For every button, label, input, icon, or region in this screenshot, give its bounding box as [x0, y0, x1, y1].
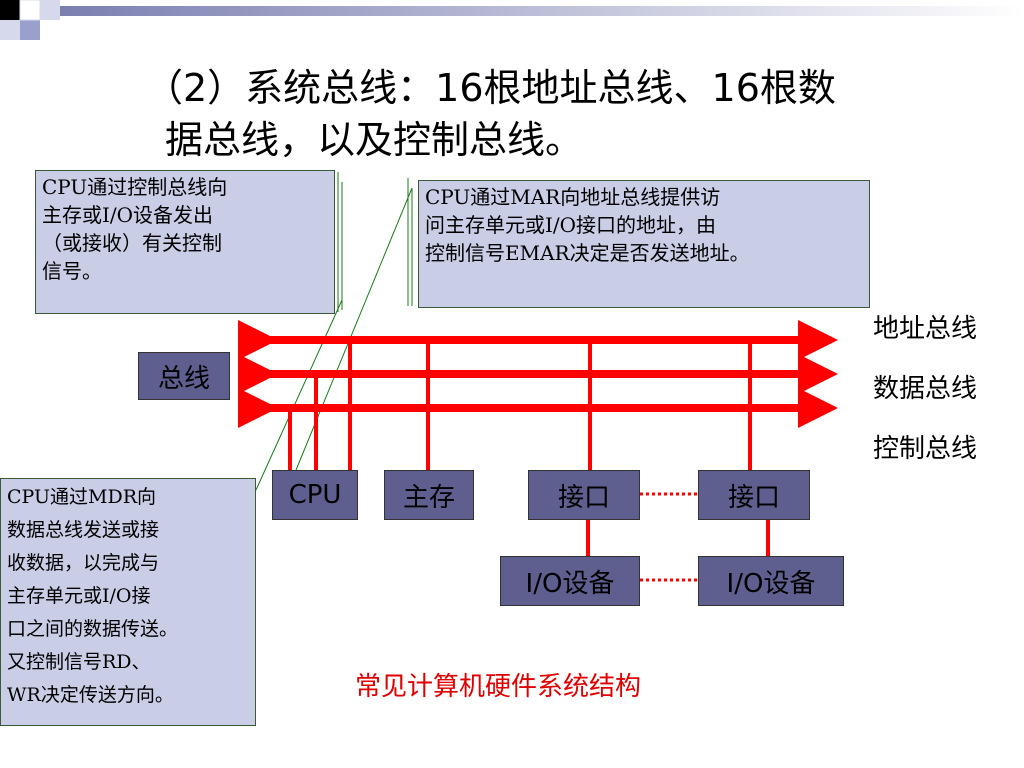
- note-mdr-line: 数据总线发送或接: [7, 519, 160, 541]
- note-mdr-line: 又控制信号RD、: [7, 651, 151, 673]
- note-mar: CPU通过MAR向地址总线提供访 问主存单元或I/O接口的地址，由 控制信号EM…: [418, 180, 870, 308]
- interface-box-1: 接口: [528, 470, 640, 520]
- note-control-line: CPU通过控制总线向: [42, 175, 228, 199]
- interface-box-2: 接口: [698, 470, 810, 520]
- io-device-box-2: I/O设备: [698, 556, 844, 606]
- note-mar-line: CPU通过MAR向地址总线提供访: [425, 185, 721, 209]
- header-decoration: [0, 0, 1024, 40]
- bus-box: 总线: [138, 352, 230, 400]
- slide-title: （2）系统总线：16根地址总线、16根数 据总线，以及控制总线。: [145, 62, 965, 166]
- note-mar-line: 控制信号EMAR决定是否发送地址。: [425, 241, 750, 265]
- note-mar-line: 问主存单元或I/O接口的地址，由: [425, 213, 717, 237]
- memory-box: 主存: [384, 470, 474, 520]
- bus-taps: [288, 340, 770, 562]
- note-control-line: （或接收）有关控制: [42, 231, 222, 255]
- dotted-connectors: [640, 492, 698, 582]
- note-control-line: 主存或I/O设备发出: [42, 203, 214, 227]
- diagram-caption: 常见计算机硬件系统结构: [355, 672, 642, 702]
- address-bus-label: 地址总线: [873, 314, 978, 344]
- control-bus-label: 控制总线: [873, 434, 978, 464]
- slide-title-line2: 据总线，以及控制总线。: [165, 118, 584, 162]
- note-mdr-line: CPU通过MDR向: [7, 486, 156, 508]
- note-mdr-line: WR决定传送方向。: [7, 684, 174, 706]
- cpu-box: CPU: [272, 470, 358, 520]
- note-control-bus: CPU通过控制总线向 主存或I/O设备发出 （或接收）有关控制 信号。: [35, 170, 335, 314]
- io-device-box-1: I/O设备: [500, 556, 640, 606]
- note-control-line: 信号。: [42, 259, 102, 283]
- slide-title-line1: （2）系统总线：16根地址总线、16根数: [145, 66, 836, 110]
- bus-lines: [238, 320, 838, 428]
- data-bus-label: 数据总线: [873, 374, 978, 404]
- note-mdr-line: 主存单元或I/O接: [7, 585, 151, 607]
- note-mdr-line: 口之间的数据传送。: [7, 618, 179, 640]
- note-mdr: CPU通过MDR向 数据总线发送或接 收数据，以完成与 主存单元或I/O接 口之…: [0, 478, 256, 726]
- note-mdr-line: 收数据，以完成与: [7, 552, 160, 574]
